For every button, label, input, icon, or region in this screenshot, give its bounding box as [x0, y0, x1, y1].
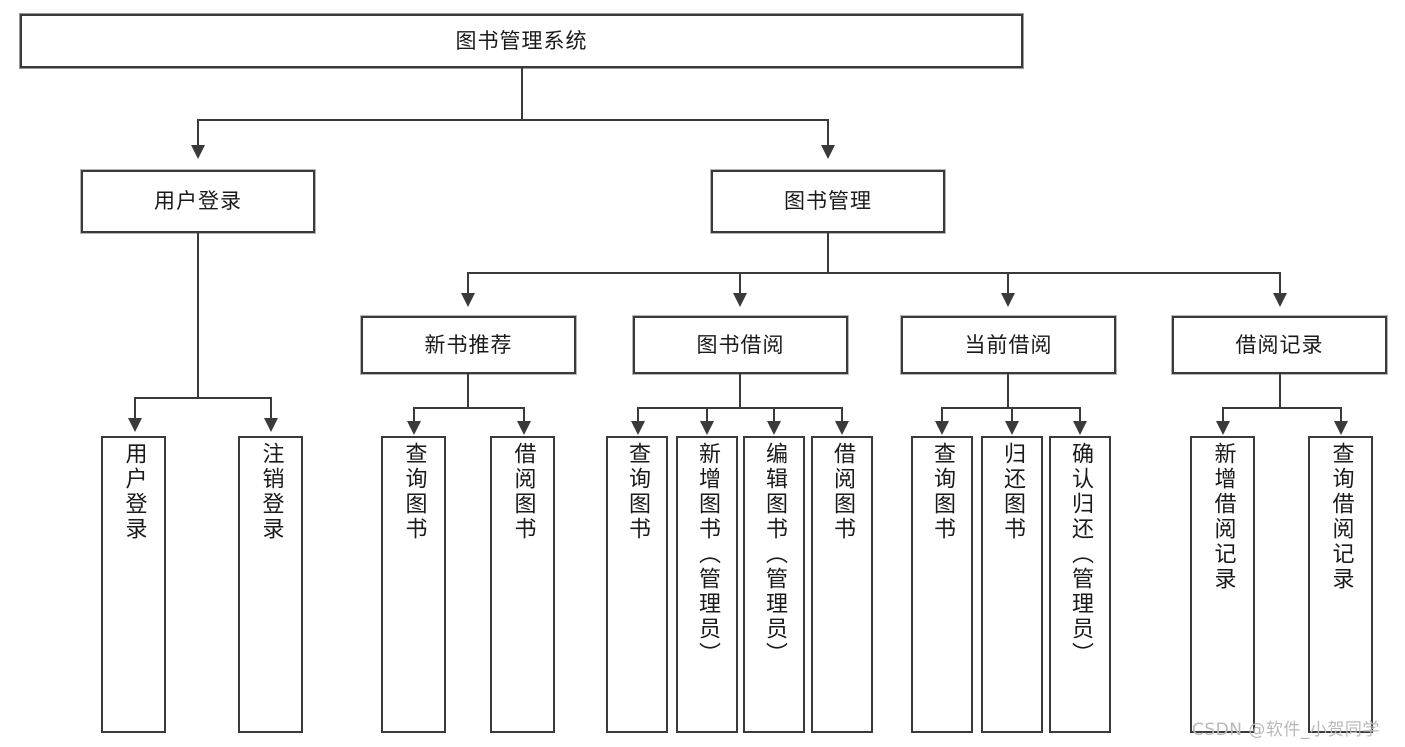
connector-bookmgmt-to-newbooks [467, 272, 469, 294]
node-user-login[interactable]: 用户登录 [81, 170, 315, 233]
node-label: 图书管理系统 [455, 28, 588, 53]
node-label: 查询图书 [401, 442, 427, 542]
node-label: 新增图书（管理员） [694, 442, 720, 667]
node-book-borrow[interactable]: 图书借阅 [633, 316, 848, 374]
leaf-return-book[interactable]: 归还图书 [981, 436, 1043, 733]
connector-current-to-leaf1 [941, 407, 943, 422]
connector-records-stem [1279, 374, 1281, 408]
leaf-logout[interactable]: 注销登录 [238, 436, 303, 733]
node-root-system[interactable]: 图书管理系统 [20, 14, 1023, 68]
node-label: 查询借阅记录 [1328, 442, 1354, 592]
arrow-bookmgmt-to-borrow [733, 293, 747, 307]
leaf-borrow-book-borrow[interactable]: 借阅图书 [811, 436, 873, 733]
connector-newbooks-to-leaf1 [413, 407, 415, 422]
arrow-current-to-leaf2 [1005, 421, 1019, 435]
arrow-bookmgmt-to-current [1001, 293, 1015, 307]
connector-bookmgmt-to-records [1279, 272, 1281, 294]
connector-records-bus [1222, 407, 1340, 409]
connector-current-to-leaf2 [1011, 407, 1013, 422]
connector-root-bus [197, 119, 828, 121]
connector-login-bus [134, 397, 270, 399]
connector-newbooks-stem [467, 374, 469, 408]
arrow-borrow-to-leaf4 [835, 421, 849, 435]
watermark-text: CSDN @软件_小贺同学 [1192, 720, 1380, 740]
leaf-query-borrow-record[interactable]: 查询借阅记录 [1308, 436, 1373, 733]
connector-borrow-to-leaf1 [637, 407, 639, 422]
arrow-login-to-leaf2 [264, 418, 278, 432]
connector-login-to-leaf2 [270, 397, 272, 419]
connector-borrow-to-leaf3 [773, 407, 775, 422]
arrow-bookmgmt-to-records [1273, 293, 1287, 307]
node-label: 注销登录 [258, 442, 284, 542]
leaf-user-login[interactable]: 用户登录 [101, 436, 166, 733]
connector-root-to-bookmgmt [827, 119, 829, 147]
arrow-records-to-leaf1 [1216, 421, 1230, 435]
connector-root-stem [521, 68, 523, 120]
node-current-borrow[interactable]: 当前借阅 [901, 316, 1116, 374]
arrow-borrow-to-leaf2 [700, 421, 714, 435]
node-label: 新增借阅记录 [1210, 442, 1236, 592]
connector-borrow-bus [637, 407, 843, 409]
node-label: 编辑图书（管理员） [761, 442, 787, 667]
arrow-root-to-bookmgmt [821, 145, 835, 159]
connector-records-to-leaf2 [1340, 407, 1342, 422]
node-label: 图书借阅 [696, 332, 785, 357]
arrow-bookmgmt-to-newbooks [461, 293, 475, 307]
connector-login-stem [197, 233, 199, 398]
connector-records-to-leaf1 [1222, 407, 1224, 422]
arrow-newbooks-to-leaf2 [517, 421, 531, 435]
arrow-records-to-leaf2 [1334, 421, 1348, 435]
connector-current-to-leaf3 [1079, 407, 1081, 422]
leaf-query-book-borrow[interactable]: 查询图书 [606, 436, 668, 733]
connector-bookmgmt-bus [467, 272, 1279, 274]
node-label: 用户登录 [121, 442, 147, 542]
node-label: 借阅图书 [829, 442, 855, 542]
connector-login-to-leaf1 [134, 397, 136, 419]
connector-current-stem [1007, 374, 1009, 408]
node-label: 借阅图书 [510, 442, 536, 542]
connector-bookmgmt-stem [827, 233, 829, 273]
connector-newbooks-bus [413, 407, 523, 409]
arrow-login-to-leaf1 [128, 418, 142, 432]
node-borrow-records[interactable]: 借阅记录 [1172, 316, 1387, 374]
node-label: 当前借阅 [964, 332, 1053, 357]
node-label: 图书管理 [784, 189, 872, 214]
leaf-add-book-admin[interactable]: 新增图书（管理员） [676, 436, 738, 733]
node-new-book-recommend[interactable]: 新书推荐 [361, 316, 576, 374]
node-book-management[interactable]: 图书管理 [711, 170, 945, 233]
leaf-query-book-newbooks[interactable]: 查询图书 [381, 436, 446, 733]
arrow-borrow-to-leaf1 [631, 421, 645, 435]
connector-bookmgmt-to-current [1007, 272, 1009, 294]
connector-bookmgmt-to-borrow [739, 272, 741, 294]
leaf-query-book-current[interactable]: 查询图书 [911, 436, 973, 733]
node-label: 新书推荐 [424, 332, 513, 357]
leaf-borrow-book-newbooks[interactable]: 借阅图书 [490, 436, 555, 733]
arrow-borrow-to-leaf3 [767, 421, 781, 435]
leaf-edit-book-admin[interactable]: 编辑图书（管理员） [743, 436, 805, 733]
leaf-add-borrow-record[interactable]: 新增借阅记录 [1190, 436, 1255, 733]
leaf-confirm-return-admin[interactable]: 确认归还（管理员） [1049, 436, 1111, 733]
connector-newbooks-to-leaf2 [523, 407, 525, 422]
node-label: 用户登录 [154, 189, 242, 214]
connector-root-to-login [197, 119, 199, 147]
connector-borrow-to-leaf2 [706, 407, 708, 422]
node-label: 查询图书 [929, 442, 955, 542]
arrow-root-to-login [191, 145, 205, 159]
arrow-current-to-leaf1 [935, 421, 949, 435]
connector-borrow-to-leaf4 [841, 407, 843, 422]
node-label: 确认归还（管理员） [1067, 442, 1093, 667]
arrow-current-to-leaf3 [1073, 421, 1087, 435]
node-label: 查询图书 [624, 442, 650, 542]
connector-borrow-stem [739, 374, 741, 408]
arrow-newbooks-to-leaf1 [407, 421, 421, 435]
node-label: 归还图书 [999, 442, 1025, 542]
node-label: 借阅记录 [1235, 332, 1324, 357]
